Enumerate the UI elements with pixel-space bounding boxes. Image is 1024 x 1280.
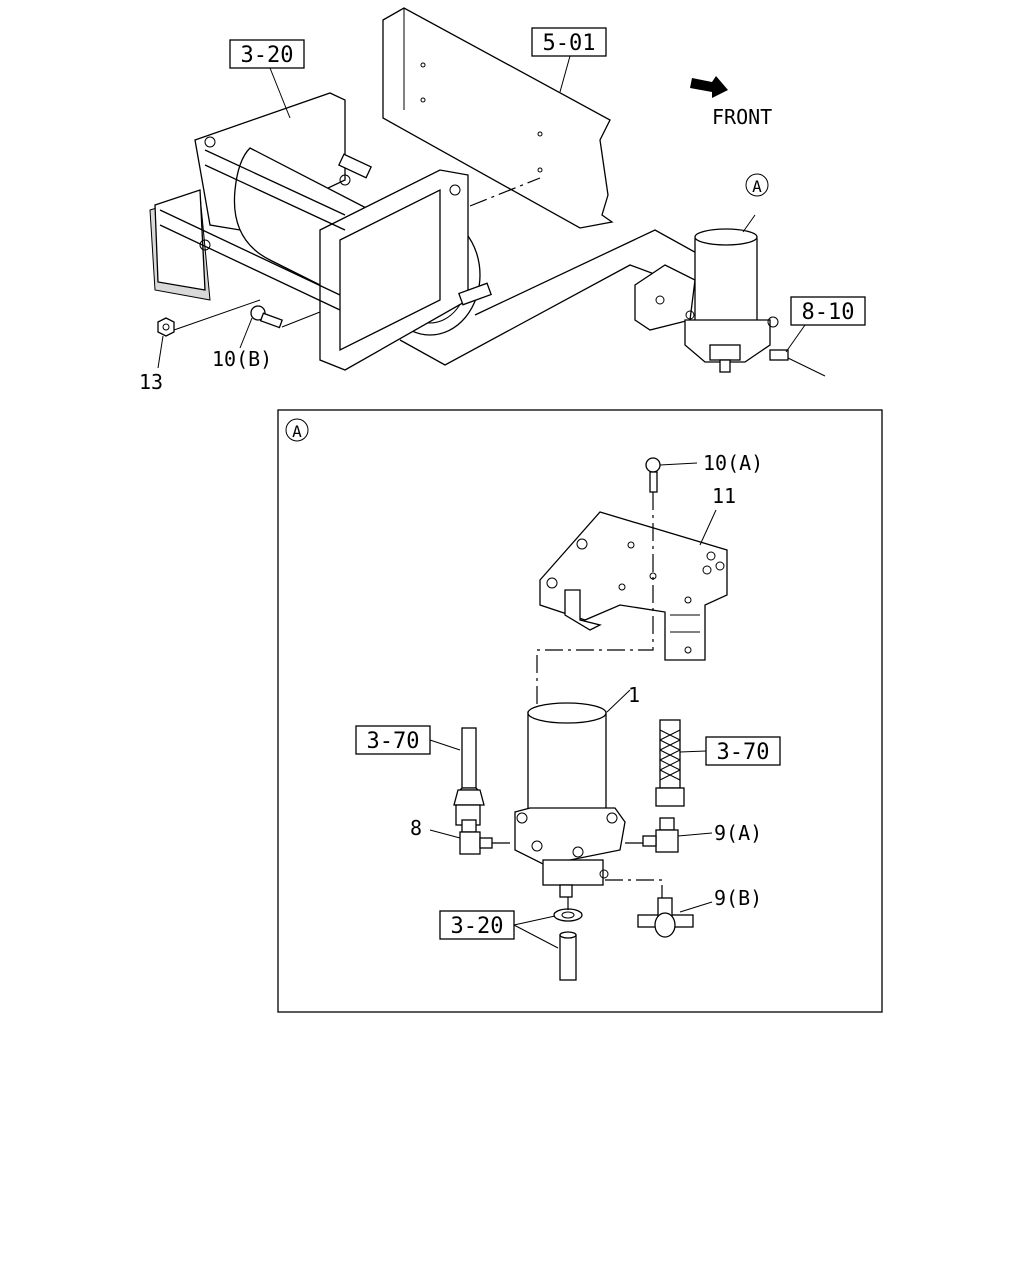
bracket-11 [539,511,728,661]
nut-13 [157,317,175,337]
ref-3-70-left: 3-70 [367,729,420,754]
frame-rail [382,7,614,229]
label-9a: 9(A) [714,821,762,845]
label-11: 11 [712,484,736,508]
ref-3-20-detail: 3-20 [451,914,504,939]
label-8: 8 [410,816,422,840]
ref-8-10: 8-10 [802,300,855,325]
ref-5-01: 5-01 [543,31,596,56]
ref-3-20-top: 3-20 [241,43,294,68]
detail-marker-top: A [752,177,762,196]
hose-left [453,727,485,826]
front-label: FRONT [712,105,772,129]
detail-a-view: A 10(A) 11 [277,409,883,1013]
ref-3-70-right: 3-70 [717,740,770,765]
label-13: 13 [139,370,163,394]
label-10b: 10(B) [212,347,272,371]
label-9b: 9(B) [714,886,762,910]
pipe-3-20 [559,931,577,981]
detail-marker: A [292,422,302,441]
air-tank-assembly [149,92,492,371]
hose-right [655,719,685,807]
air-dryer-top-view [634,214,826,377]
fitting-8 [459,819,493,855]
front-arrow-icon [690,76,728,98]
bolt-10a [645,457,698,493]
clamp-3-20 [553,908,583,922]
air-dryer-1 [514,702,626,898]
label-1: 1 [628,683,640,707]
bolt-10b [250,305,283,329]
top-assembly-view: FRONT A 3-20 5-01 8-10 13 10(B) [139,7,866,394]
label-10a: 10(A) [703,451,763,475]
fitting-9b [637,897,694,938]
fitting-9a [642,817,679,853]
